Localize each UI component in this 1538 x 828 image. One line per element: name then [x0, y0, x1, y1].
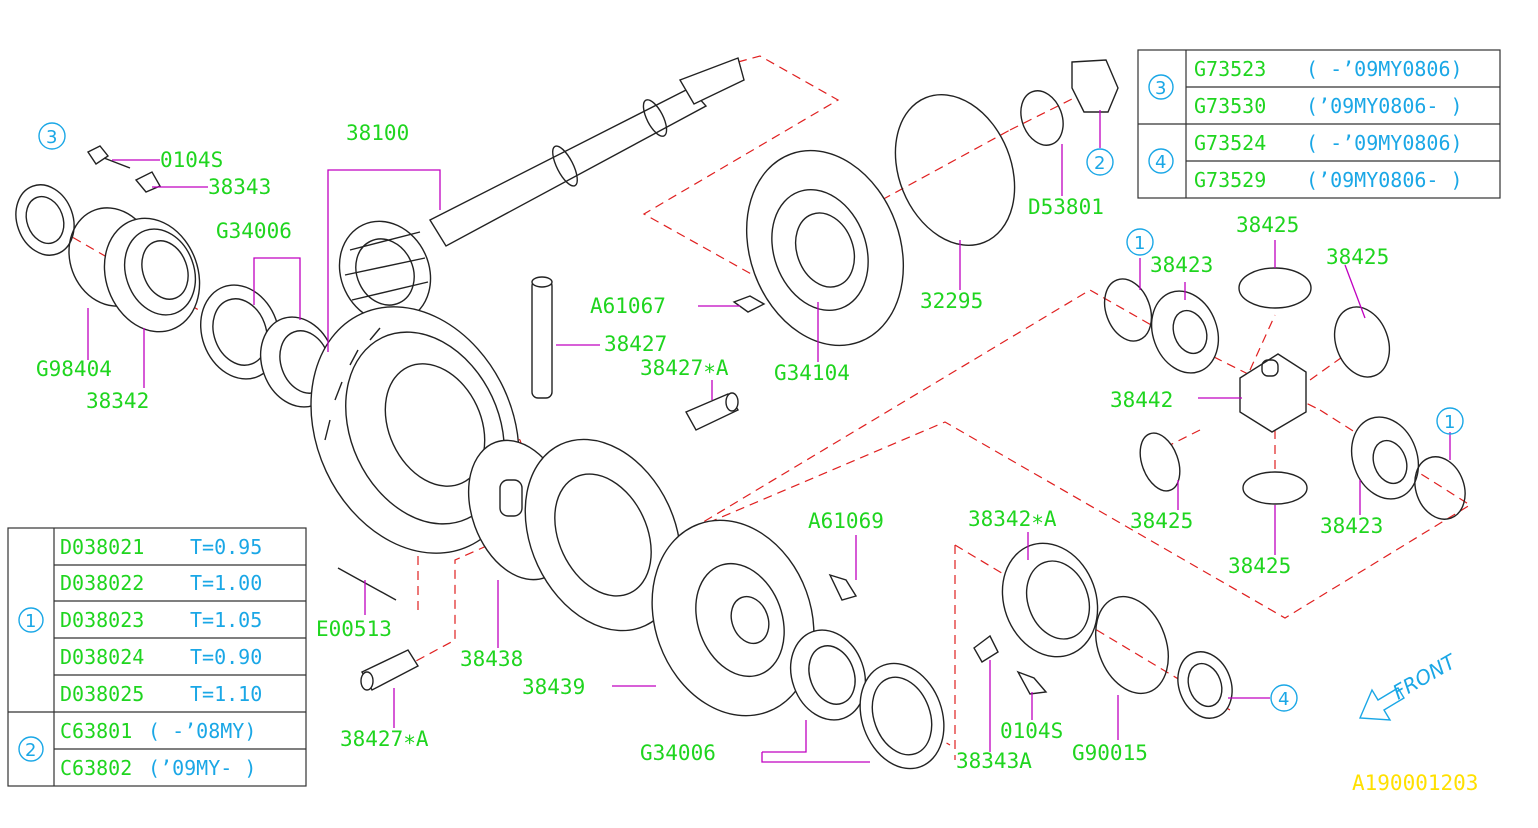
- table-top-ref-3: 3: [1155, 78, 1166, 99]
- label-38439: 38439: [522, 675, 585, 699]
- table-top-note: (’09MY0806- ): [1306, 94, 1463, 118]
- table-bottom-note: T=0.95: [190, 535, 262, 559]
- lock-plate-bottom-drawing: [973, 634, 999, 663]
- differential-gears-drawing: [1103, 267, 1466, 520]
- label-a61069: A61069: [808, 509, 884, 533]
- label-38442: 38442: [1110, 388, 1173, 412]
- label-38342a: 38342∗A: [968, 507, 1057, 531]
- differential-case-drawing: [467, 438, 682, 632]
- bearing-housing-drawing: [745, 149, 905, 347]
- bolt-top-drawing: [86, 145, 161, 193]
- label-38343: 38343: [208, 175, 271, 199]
- ref-circle-4-bottom: 4: [1270, 684, 1298, 712]
- right-oil-seal-drawing: [1177, 651, 1233, 719]
- label-0104s-top: 0104S: [160, 148, 223, 172]
- table-bottom-code: D038021: [60, 535, 144, 559]
- svg-text:1: 1: [1444, 412, 1455, 433]
- label-38427a-bottom: 38427∗A: [340, 727, 429, 751]
- table-bottom-code: C63802: [60, 756, 132, 780]
- label-g90015: G90015: [1072, 741, 1148, 765]
- bolt-a61067-drawing: [732, 295, 766, 313]
- label-38438: 38438: [460, 647, 523, 671]
- table-top-code: G73529: [1194, 168, 1266, 192]
- label-d53801: D53801: [1028, 195, 1104, 219]
- table-top-note: (’09MY0806- ): [1306, 168, 1463, 192]
- label-38427: 38427: [604, 332, 667, 356]
- ref-circle-1-a: 1: [1126, 228, 1154, 256]
- table-bottom-code: D038022: [60, 571, 144, 595]
- table-bottom-ref-1: 1: [25, 611, 36, 632]
- roll-pin-drawing: [337, 567, 397, 601]
- table-top-note: ( -’09MY0806): [1306, 131, 1463, 155]
- side-retainer-drawing: [103, 217, 201, 333]
- diagram-id: A190001203: [1352, 771, 1478, 795]
- svg-text:1: 1: [1134, 233, 1145, 254]
- side-retainer-a-drawing: [1001, 542, 1099, 658]
- label-38425-lowleft: 38425: [1130, 509, 1193, 533]
- label-38425-bottom: 38425: [1228, 554, 1291, 578]
- table-top-ref-4: 4: [1155, 152, 1166, 173]
- table-bottom-code: D038024: [60, 645, 144, 669]
- pinion-shaft-pin-drawing: [531, 276, 553, 399]
- table-top-code: G73524: [1194, 131, 1266, 155]
- label-a61067: A61067: [590, 294, 666, 318]
- table-bottom-code: D038023: [60, 608, 144, 632]
- table-bottom-ref-2: 2: [25, 740, 36, 761]
- label-0104s-bottom: 0104S: [1000, 719, 1063, 743]
- lock-nut-drawing: [1071, 59, 1119, 113]
- label-38100: 38100: [346, 121, 409, 145]
- table-bottom-code: D038025: [60, 682, 144, 706]
- label-e00513: E00513: [316, 617, 392, 641]
- front-arrow: FRONT: [1358, 648, 1462, 721]
- svg-text:4: 4: [1278, 689, 1289, 710]
- table-top-code: G73530: [1194, 94, 1266, 118]
- differential-case-cover-drawing: [651, 519, 815, 717]
- label-38425-top: 38425: [1236, 213, 1299, 237]
- table-top-note: ( -’09MY0806): [1306, 57, 1463, 81]
- label-32295: 32295: [920, 289, 983, 313]
- table-bottom-note: T=1.05: [190, 608, 262, 632]
- ref-circle-1-b: 1: [1436, 407, 1464, 435]
- taper-bearing-bottom-drawing: [789, 629, 945, 770]
- table-bottom-note: (’09MY- ): [148, 756, 256, 780]
- label-38343a: 38343A: [956, 749, 1032, 773]
- table-bottom-note: ( -’08MY): [148, 719, 256, 743]
- bolt-a61069-drawing: [828, 573, 858, 601]
- straight-pin-top-drawing: [685, 392, 740, 431]
- ref-circle-3-left: 3: [38, 122, 66, 150]
- label-g34006-bottom: G34006: [640, 741, 716, 765]
- label-g98404: G98404: [36, 357, 112, 381]
- ring-gear-drawing: [310, 306, 520, 554]
- bolt-bottom-drawing: [1016, 670, 1048, 695]
- label-38423-low: 38423: [1320, 514, 1383, 538]
- svg-text:3: 3: [46, 127, 57, 148]
- ref-circle-2-mid: 2: [1086, 148, 1114, 176]
- label-38427a-top: 38427∗A: [640, 356, 729, 380]
- table-bottom-left: 1 2 D038021 T=0.95 D038022 T=1.00 D03802…: [7, 527, 307, 787]
- table-bottom-note: T=1.10: [190, 682, 262, 706]
- drive-pinion-shaft-drawing: [338, 57, 745, 324]
- o-ring-g90015-drawing: [1095, 595, 1169, 695]
- gasket-drawing: [894, 93, 1016, 247]
- o-ring-d53801-drawing: [1020, 90, 1064, 146]
- leader-lines: [87, 110, 1451, 763]
- label-38342: 38342: [86, 389, 149, 413]
- straight-pin-bottom-drawing: [360, 649, 419, 691]
- front-label: FRONT: [1389, 648, 1462, 704]
- table-bottom-code: C63801: [60, 719, 132, 743]
- table-top-right: 3 4 G73523 ( -’09MY0806) G73530 (’09MY08…: [1137, 49, 1501, 199]
- table-top-code: G73523: [1194, 57, 1266, 81]
- table-bottom-note: T=0.90: [190, 645, 262, 669]
- label-38423-top: 38423: [1150, 253, 1213, 277]
- svg-text:2: 2: [1094, 153, 1105, 174]
- table-bottom-note: T=1.00: [190, 571, 262, 595]
- label-g34006-top: G34006: [216, 219, 292, 243]
- label-g34104: G34104: [774, 361, 850, 385]
- label-38425-right: 38425: [1326, 245, 1389, 269]
- left-oil-seal-drawing: [15, 184, 75, 256]
